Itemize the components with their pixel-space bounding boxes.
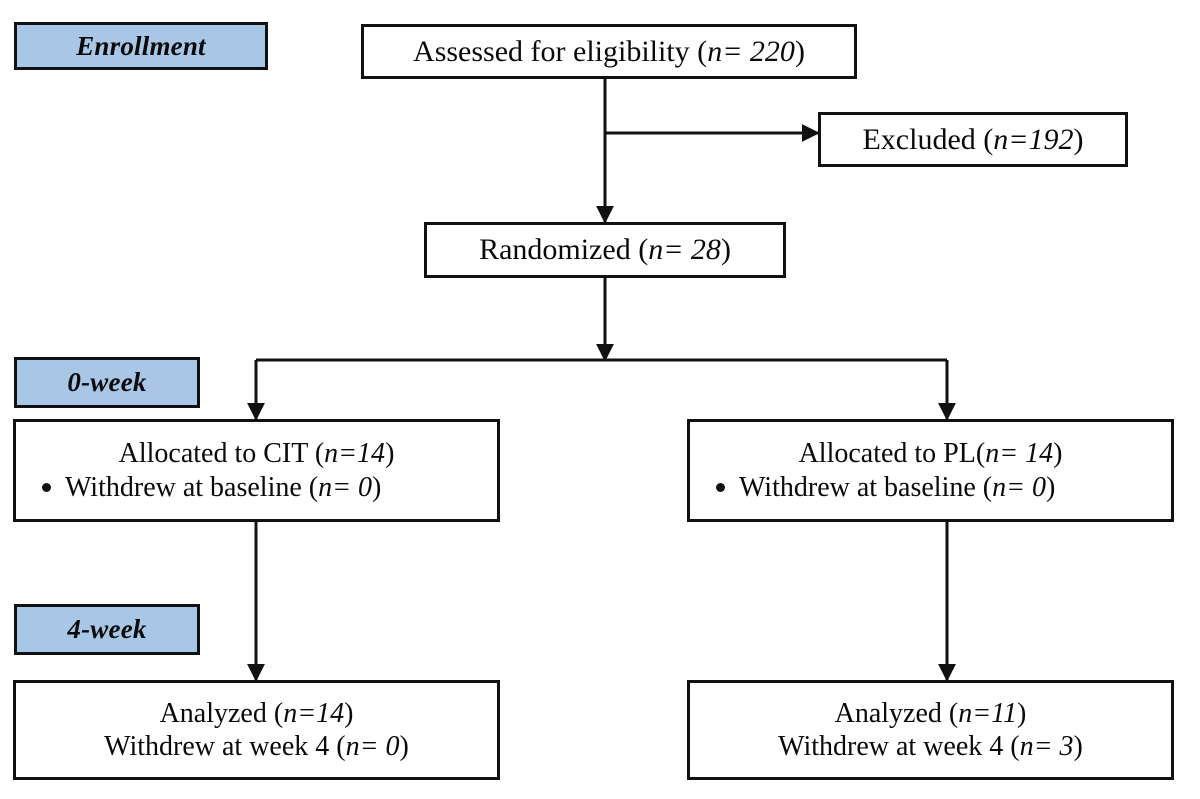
stage-label-enrollment: Enrollment	[14, 22, 268, 70]
node-allocated-cit-count: n=14	[324, 438, 386, 470]
node-allocated-cit-line2: Withdrew at baseline (n= 0)	[16, 471, 381, 504]
node-allocated-cit-line1: Allocated to CIT (n=14)	[119, 437, 395, 470]
node-analyzed-pl-line2: Withdrew at week 4 (n= 3)	[778, 730, 1083, 763]
stage-label-week4-text: 4-week	[67, 614, 147, 644]
node-randomized-count: n= 28	[648, 233, 721, 267]
node-analyzed-cit-prefix: Analyzed (	[159, 697, 284, 729]
bullet-icon	[716, 482, 725, 492]
stage-label-enrollment-text: Enrollment	[76, 30, 206, 61]
node-analyzed-pl-withdrew-prefix: Withdrew at week 4 (	[778, 731, 1020, 762]
stage-label-week0-text: 0-week	[67, 367, 147, 397]
node-allocated-cit-withdrew-text: Withdrew at baseline (n= 0)	[65, 471, 381, 504]
node-randomized: Randomized (n= 28)	[424, 222, 786, 278]
node-allocated-pl-withdrew-count: n= 0	[992, 471, 1047, 503]
node-allocated-pl-withdrew-suffix: )	[1046, 471, 1056, 503]
node-allocated-pl-line1: Allocated to PL(n= 14)	[799, 437, 1063, 470]
node-excluded-line: Excluded (n=192)	[862, 122, 1083, 157]
node-analyzed-cit-withdrew-prefix: Withdrew at week 4 (	[104, 731, 346, 762]
bullet-icon	[42, 482, 51, 492]
node-analyzed-pl-withdrew-count: n= 3	[1019, 731, 1074, 762]
node-allocated-pl-suffix: )	[1053, 438, 1063, 470]
node-allocated-pl-withdrew-prefix: Withdrew at baseline (	[739, 471, 993, 503]
node-assessed-line: Assessed for eligibility (n= 220)	[413, 34, 805, 69]
node-analyzed-cit-withdrew-count: n= 0	[345, 731, 400, 762]
node-allocated-cit-withdrew-suffix: )	[372, 471, 382, 503]
node-assessed-for-eligibility: Assessed for eligibility (n= 220)	[361, 24, 857, 79]
node-allocated-cit-withdrew-count: n= 0	[318, 471, 373, 503]
node-allocated-pl-count: n= 14	[985, 438, 1054, 470]
node-analyzed-pl-withdrew-suffix: )	[1073, 731, 1083, 762]
node-allocated-pl: Allocated to PL(n= 14) Withdrew at basel…	[687, 419, 1174, 522]
node-allocated-cit-withdrew-prefix: Withdrew at baseline (	[65, 471, 319, 503]
node-analyzed-cit-line1: Analyzed (n=14)	[160, 697, 354, 730]
node-excluded-suffix: )	[1073, 122, 1084, 156]
node-analyzed-cit: Analyzed (n=14) Withdrew at week 4 (n= 0…	[13, 680, 500, 780]
node-allocated-cit-prefix: Allocated to CIT (	[118, 438, 325, 470]
node-analyzed-pl-prefix: Analyzed (	[834, 697, 959, 729]
node-analyzed-pl-count: n=11	[958, 697, 1018, 729]
node-assessed-suffix: )	[794, 34, 805, 68]
node-assessed-prefix: Assessed for eligibility (	[413, 34, 708, 68]
node-randomized-suffix: )	[720, 233, 731, 267]
node-allocated-pl-withdrew-text: Withdrew at baseline (n= 0)	[739, 471, 1055, 504]
node-randomized-line: Randomized (n= 28)	[479, 232, 731, 267]
stage-label-week0: 0-week	[14, 357, 200, 408]
node-allocated-cit: Allocated to CIT (n=14) Withdrew at base…	[13, 419, 500, 522]
node-allocated-cit-suffix: )	[385, 438, 395, 470]
node-allocated-pl-prefix: Allocated to PL(	[798, 438, 986, 470]
node-analyzed-cit-withdrew-suffix: )	[399, 731, 409, 762]
node-analyzed-pl-line1: Analyzed (n=11)	[835, 697, 1027, 730]
node-analyzed-cit-count: n=14	[283, 697, 345, 729]
stage-label-week4: 4-week	[14, 604, 200, 655]
node-assessed-count: n= 220	[707, 34, 795, 68]
node-excluded-count: n=192	[993, 122, 1074, 156]
node-allocated-pl-line2: Withdrew at baseline (n= 0)	[690, 471, 1055, 504]
node-excluded: Excluded (n=192)	[818, 112, 1128, 167]
node-analyzed-pl: Analyzed (n=11) Withdrew at week 4 (n= 3…	[687, 680, 1174, 780]
node-randomized-prefix: Randomized (	[479, 233, 649, 267]
node-analyzed-cit-suffix: )	[344, 697, 354, 729]
node-analyzed-pl-suffix: )	[1017, 697, 1027, 729]
node-analyzed-cit-line2: Withdrew at week 4 (n= 0)	[104, 730, 409, 763]
node-excluded-prefix: Excluded (	[862, 122, 994, 156]
